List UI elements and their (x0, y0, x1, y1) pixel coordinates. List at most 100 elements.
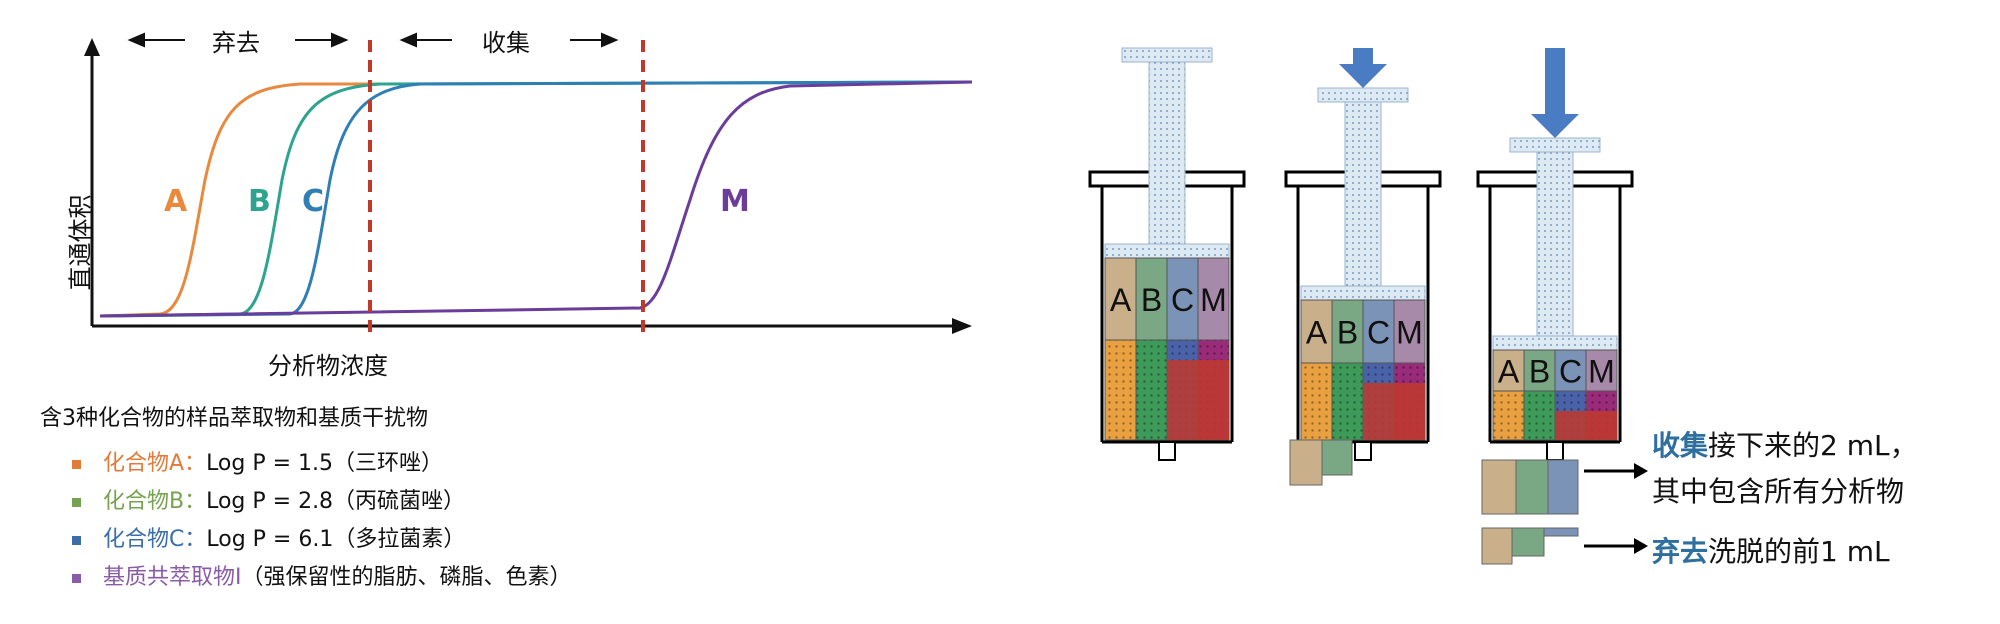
push-arrow-head (1339, 64, 1387, 88)
discard-note-bold: 弃去 (1652, 535, 1709, 568)
curve-b (99, 80, 973, 318)
curve-c (99, 80, 973, 318)
plunger-top (1509, 137, 1601, 153)
syringe-letter: B (1141, 282, 1162, 318)
pointer-arrow-head (1634, 538, 1648, 554)
syringe-letter: M (1396, 315, 1423, 351)
plunger-head (1300, 285, 1426, 301)
legend-name: 化合物C： (103, 527, 207, 552)
legend: 化合物A： Log P = 1.5（三环唑） 化合物B： Log P = 2.8… (72, 445, 572, 597)
discard-label: 弃去 (212, 29, 260, 57)
plunger-top (1121, 47, 1213, 63)
plunger-rod (1148, 61, 1186, 245)
legend-bullet (72, 573, 81, 583)
discard-note-text: 洗脱的前1 mL (1708, 535, 1890, 568)
syringe-letter: C (1559, 354, 1582, 390)
collect-tube (1481, 459, 1517, 515)
curve-label-b: B (248, 184, 271, 219)
matrix-retained (1555, 411, 1617, 440)
collect-label: 收集 (482, 29, 530, 57)
syringe-letter: A (1306, 315, 1328, 351)
syringe-tip (1354, 441, 1372, 461)
curve-label-m: M (720, 184, 750, 219)
syringe-letter: M (1588, 354, 1615, 390)
collect-range-arrows (399, 32, 619, 48)
bed-band-light (1393, 299, 1426, 364)
legend-name: 基质共萃取物I (103, 565, 242, 590)
push-arrow-shaft (1353, 48, 1373, 66)
plunger-head (1104, 243, 1230, 259)
discard-tube (1543, 527, 1579, 537)
legend-bullet (72, 459, 81, 469)
curve-label-c: C (302, 184, 325, 219)
legend-detail: （强保留性的脂肪、磷脂、色素） (241, 565, 572, 590)
collect-note-text: 接下来的2 mL， (1708, 429, 1918, 462)
breakthrough-chart (84, 32, 973, 338)
bed-texture (1493, 391, 1524, 440)
legend-item: 基质共萃取物I （强保留性的脂肪、磷脂、色素） (72, 559, 572, 597)
syringe-letter: B (1337, 315, 1358, 351)
syringe-tip (1158, 441, 1176, 461)
y-axis-arrowhead (84, 38, 100, 56)
discard-range-arrows (127, 32, 349, 48)
bed-band-light (1135, 257, 1168, 341)
discard-tube (1511, 527, 1545, 557)
collect-note-line2: 其中包含所有分析物 (1652, 475, 1905, 508)
syringe-letter: C (1367, 315, 1390, 351)
collect-tube (1515, 459, 1549, 515)
syringe-letter: M (1200, 282, 1227, 318)
x-axis-label: 分析物浓度 (268, 352, 388, 380)
syringe-tip (1546, 441, 1564, 461)
bed-texture (1301, 363, 1332, 440)
legend-bullet (72, 535, 81, 545)
discard-note: 弃去洗脱的前1 mL (1652, 530, 1890, 570)
plunger-rod (1536, 151, 1574, 337)
bed-texture (1332, 363, 1363, 440)
curve-label-a: A (164, 184, 188, 219)
curve-m (99, 80, 973, 318)
push-arrow-head (1531, 114, 1579, 138)
push-arrow-shaft (1545, 48, 1565, 116)
matrix-retained (1363, 383, 1425, 440)
plunger-rod (1344, 101, 1382, 287)
bed-band-light (1492, 349, 1525, 392)
legend-detail: Log P = 2.8（丙硫菌唑） (206, 489, 466, 514)
bed-band-light (1362, 299, 1395, 364)
plunger-head (1492, 335, 1618, 351)
eluate-tube (1289, 439, 1323, 486)
sample-title: 含3种化合物的样品萃取物和基质干扰物 (40, 406, 428, 431)
legend-item: 化合物C： Log P = 6.1（多拉菌素） (72, 521, 572, 559)
curve-a (99, 82, 380, 318)
eluate-tube (1321, 439, 1353, 476)
legend-name: 化合物A： (103, 451, 207, 476)
legend-item: 化合物A： Log P = 1.5（三环唑） (72, 445, 572, 483)
plunger-top (1317, 87, 1409, 103)
bed-band-light (1197, 257, 1230, 341)
syringe-letter: B (1529, 354, 1550, 390)
pointer-arrow-head (1634, 463, 1648, 479)
syringe-letter: A (1110, 282, 1132, 318)
legend-name: 化合物B： (103, 489, 207, 514)
discard-tube (1481, 527, 1513, 565)
syringe-letter: A (1498, 354, 1520, 390)
legend-detail: Log P = 1.5（三环唑） (206, 451, 444, 476)
syringe-letter: C (1171, 282, 1194, 318)
x-axis-arrowhead (952, 318, 972, 334)
bed-texture (1524, 391, 1555, 440)
bed-texture (1136, 340, 1167, 440)
bed-texture (1105, 340, 1136, 440)
y-axis-label: 直通体积 (66, 194, 95, 291)
legend-item: 化合物B： Log P = 2.8（丙硫菌唑） (72, 483, 572, 521)
collect-tube (1547, 459, 1579, 515)
bed-band-light (1523, 349, 1556, 392)
legend-detail: Log P = 6.1（多拉菌素） (206, 527, 466, 552)
legend-bullet (72, 497, 81, 507)
collect-note: 收集接下来的2 mL， (1652, 424, 1918, 464)
matrix-retained (1167, 360, 1229, 440)
collect-note-bold: 收集 (1652, 429, 1709, 462)
